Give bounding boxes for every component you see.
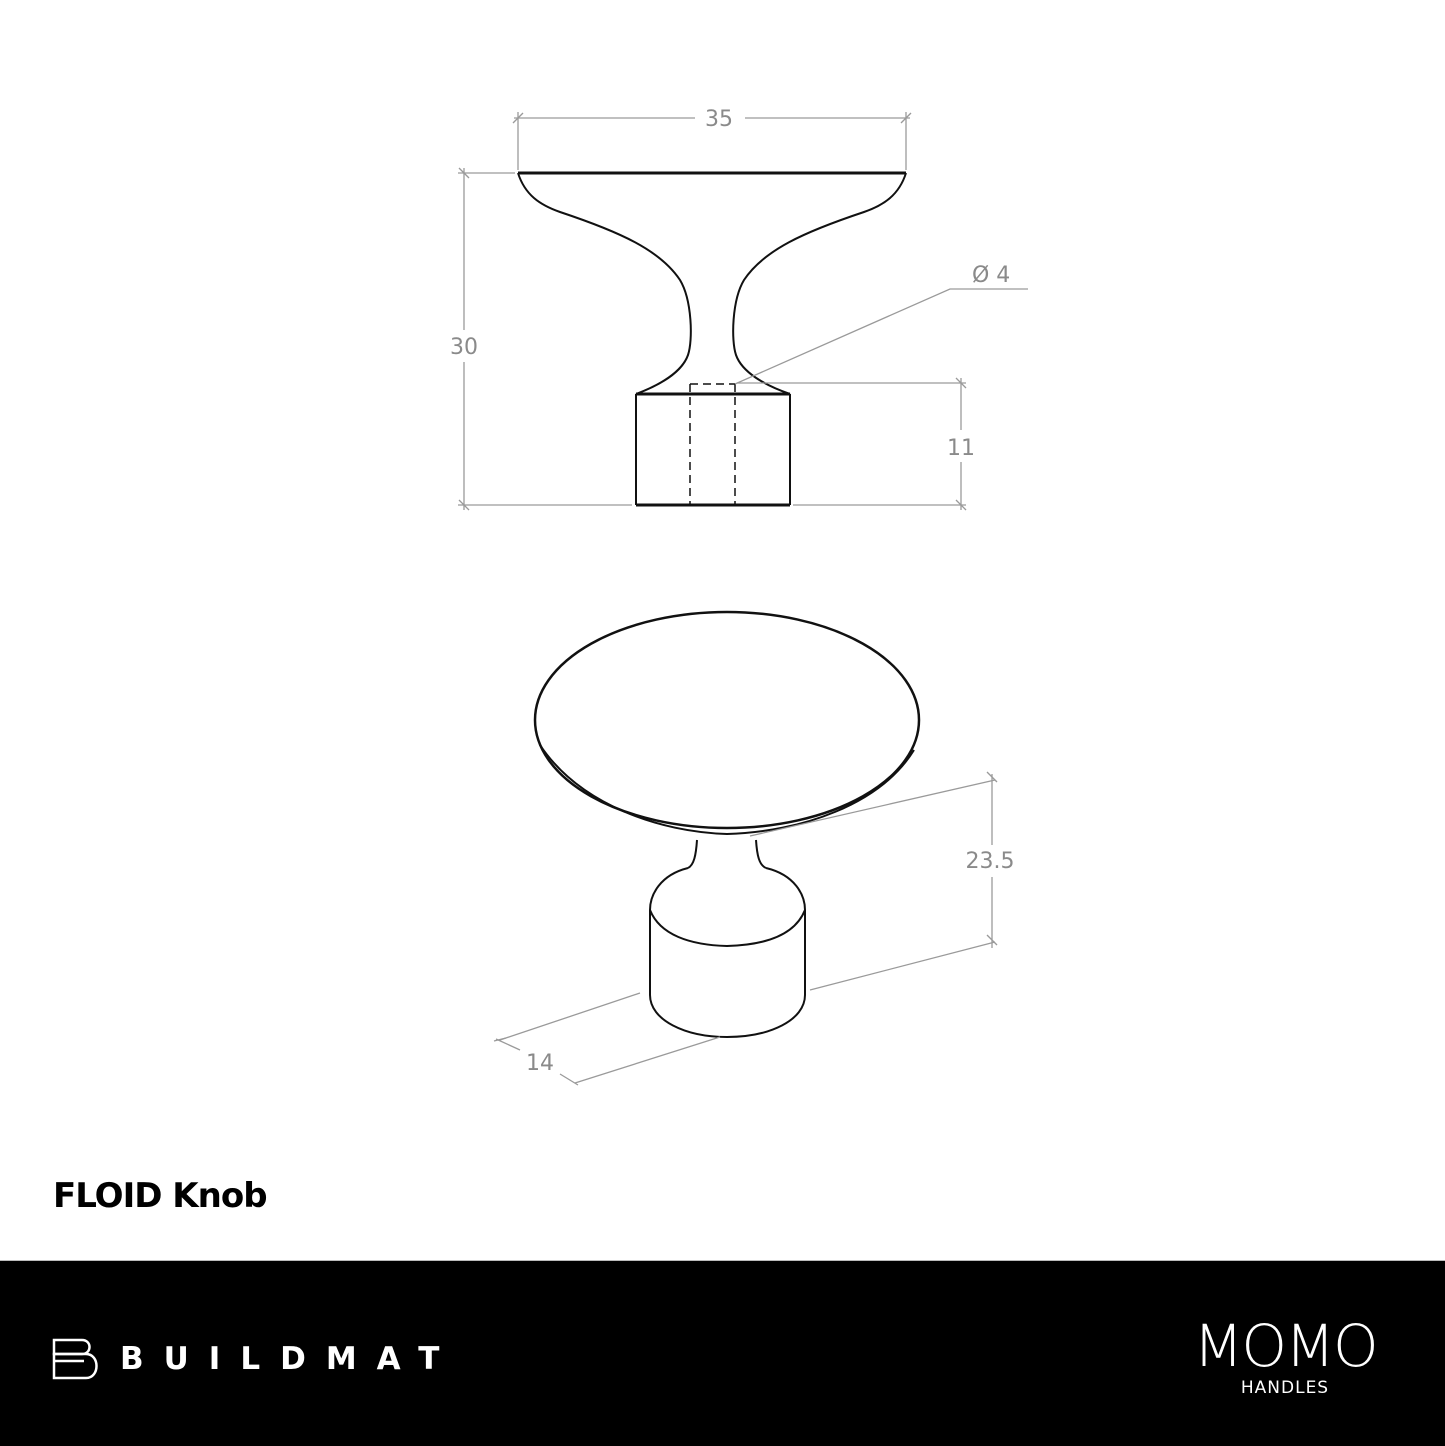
footer-banner: BUILDMAT MOMO HANDLES: [0, 1260, 1445, 1446]
momo-handles-logo: MOMO HANDLES: [1180, 1316, 1390, 1398]
buildmat-b-logo-icon: [52, 1338, 98, 1380]
front-view: [517, 171, 907, 507]
dim-base-height: 11: [947, 436, 975, 461]
buildmat-wordmark: BUILDMAT: [120, 1341, 460, 1377]
technical-drawing: 35 30 11 Ø 4 23.5 14: [450, 107, 1028, 1086]
iso-view: [533, 610, 921, 1039]
dim-height: 30: [450, 335, 478, 360]
product-title: FLOID Knob: [53, 1176, 268, 1216]
iso-dimensions: [493, 771, 998, 1086]
front-dimensions: [458, 112, 1028, 511]
dim-iso-base-diameter: 14: [526, 1051, 554, 1076]
momo-wordmark: MOMO: [1193, 1312, 1378, 1380]
buildmat-logo: BUILDMAT: [50, 1337, 459, 1381]
dim-iso-height: 23.5: [966, 849, 1015, 874]
dim-width: 35: [705, 107, 733, 132]
handles-subtext: HANDLES: [1240, 1378, 1330, 1398]
dim-hole-diameter: Ø 4: [972, 263, 1010, 288]
